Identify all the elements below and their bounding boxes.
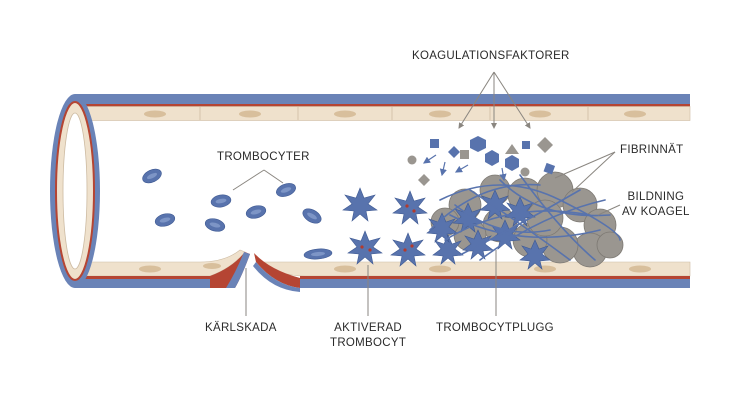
platelet: [245, 205, 267, 219]
platelet: [303, 248, 333, 260]
factor-circle: [520, 167, 530, 177]
factor-hexagon: [505, 155, 519, 171]
platelet: [142, 168, 162, 184]
platelet: [210, 194, 232, 208]
activated-platelet: [347, 230, 383, 265]
factor-diamond: [537, 137, 553, 153]
factor-circle: [407, 155, 417, 165]
label-activated-line2: TROMBOCYT: [330, 337, 407, 349]
label-platelet-plug: TROMBOCYTPLUGG: [436, 322, 554, 334]
vessel-top-wall: [74, 94, 691, 121]
label-activated-platelet: AKTIVERAD TROMBOCYT: [330, 321, 406, 351]
platelet: [204, 218, 226, 232]
platelets-group: [142, 168, 333, 260]
vessel-injury-flaps: [210, 252, 300, 292]
label-clot-line1: BILDNING: [627, 191, 685, 203]
factor-diamond: [418, 174, 430, 186]
platelet: [154, 213, 176, 227]
label-clot-formation: BILDNING AV KOAGEL: [622, 190, 690, 220]
factor-square: [460, 150, 469, 159]
factor-hexagon: [485, 150, 499, 166]
fibrin-net: [429, 174, 621, 261]
label-fibrin-net: FIBRINNÄT: [620, 144, 684, 156]
label-vessel-injury: KÄRLSKADA: [205, 322, 277, 334]
factor-square: [522, 141, 530, 149]
factor-diamond: [448, 146, 460, 158]
factor-hexagon: [470, 136, 486, 152]
activated-platelet: [392, 190, 428, 225]
coagulation-factors: [407, 136, 556, 186]
leader-lines: [232, 71, 621, 316]
label-clot-line2: AV KOAGEL: [622, 206, 690, 218]
vessel-ring: [50, 94, 100, 288]
factor-square: [430, 139, 439, 148]
platelet: [276, 183, 296, 197]
label-coagulation-factors: KOAGULATIONSFAKTORER: [412, 50, 570, 62]
label-platelets: TROMBOCYTER: [217, 151, 310, 163]
factor-square: [543, 162, 556, 175]
activated-platelet: [342, 187, 378, 222]
platelet: [302, 208, 322, 224]
factor-triangle: [505, 144, 519, 154]
activated-platelet: [390, 232, 426, 267]
factor-arrows: [423, 154, 507, 182]
label-activated-line1: AKTIVERAD: [334, 322, 403, 334]
